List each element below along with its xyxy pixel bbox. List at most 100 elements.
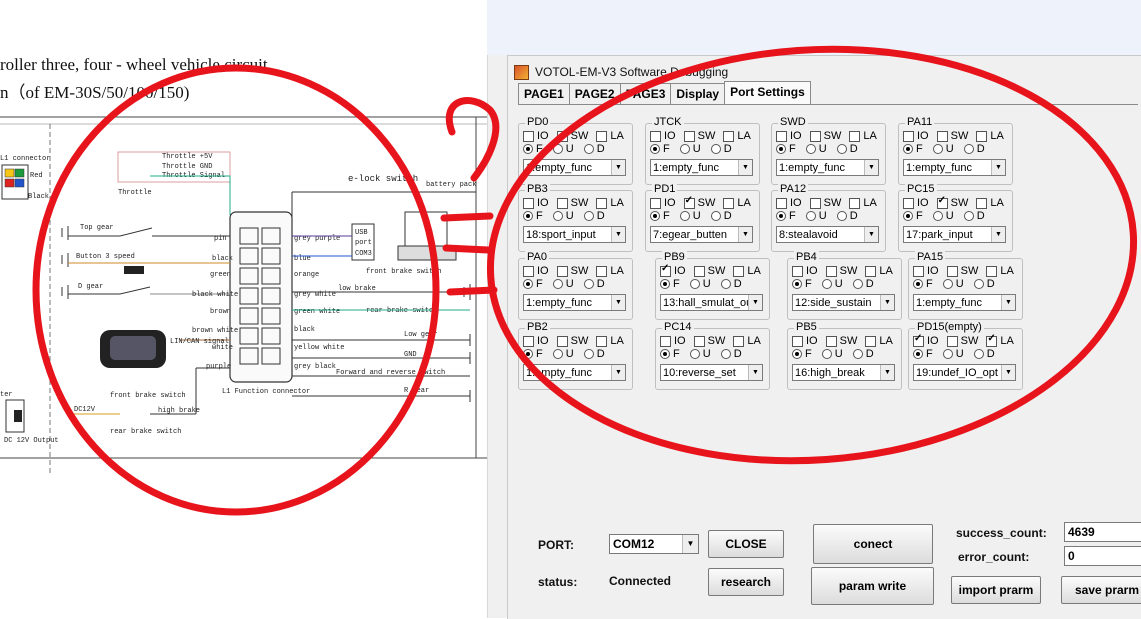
chevron-down-icon[interactable]: ▼ (738, 160, 752, 175)
d-radio[interactable] (963, 144, 974, 154)
la-checkbox[interactable] (596, 265, 608, 277)
tab-page3[interactable]: PAGE3 (619, 83, 672, 104)
sw-checkbox[interactable] (556, 265, 568, 277)
f-radio[interactable] (650, 144, 660, 154)
port-function-select[interactable]: 12:side_sustain▼ (792, 294, 895, 311)
io-checkbox[interactable] (523, 197, 534, 209)
d-radio[interactable] (583, 211, 594, 221)
sw-checkbox[interactable] (825, 335, 837, 347)
la-checkbox[interactable] (596, 335, 608, 347)
save-param-button[interactable]: save prarm (1061, 576, 1141, 604)
d-radio[interactable] (583, 349, 594, 359)
f-radio[interactable] (523, 144, 533, 154)
port-function-select[interactable]: 8:stealavoid▼ (776, 226, 879, 243)
la-checkbox[interactable] (733, 265, 745, 277)
close-button[interactable]: CLOSE (708, 530, 784, 558)
chevron-down-icon[interactable]: ▼ (748, 295, 762, 310)
port-select[interactable]: COM12 ▼ (609, 534, 699, 554)
chevron-down-icon[interactable]: ▼ (738, 227, 752, 242)
u-radio[interactable] (552, 349, 563, 359)
port-function-select[interactable]: 13:hall_smulat_ou▼ (660, 294, 763, 311)
la-checkbox[interactable] (849, 197, 861, 209)
u-radio[interactable] (679, 144, 690, 154)
u-radio[interactable] (942, 279, 953, 289)
param-write-button[interactable]: param write (811, 567, 934, 605)
d-radio[interactable] (836, 144, 847, 154)
io-checkbox[interactable] (776, 197, 787, 209)
la-checkbox[interactable] (733, 335, 745, 347)
sw-checkbox[interactable] (809, 197, 821, 209)
error-count-field[interactable]: 0 (1064, 546, 1141, 566)
chevron-down-icon[interactable]: ▼ (991, 160, 1005, 175)
port-function-select[interactable]: 1:empty_func▼ (523, 159, 626, 176)
io-checkbox[interactable] (792, 265, 803, 277)
f-radio[interactable] (792, 349, 802, 359)
u-radio[interactable] (805, 144, 816, 154)
chevron-down-icon[interactable]: ▼ (864, 160, 878, 175)
sw-checkbox[interactable] (683, 130, 695, 142)
sw-checkbox[interactable] (825, 265, 837, 277)
io-checkbox[interactable] (660, 335, 671, 347)
d-radio[interactable] (710, 144, 721, 154)
u-radio[interactable] (689, 349, 700, 359)
la-checkbox[interactable] (849, 130, 861, 142)
sw-checkbox[interactable] (936, 195, 948, 209)
io-checkbox[interactable] (913, 265, 924, 277)
d-radio[interactable] (973, 349, 984, 359)
la-checkbox[interactable] (723, 130, 735, 142)
success-count-field[interactable]: 4639 (1064, 522, 1141, 542)
chevron-down-icon[interactable]: ▼ (880, 295, 894, 310)
chevron-down-icon[interactable]: ▼ (611, 365, 625, 380)
port-function-select[interactable]: 18:sport_input▼ (523, 226, 626, 243)
io-checkbox[interactable] (650, 197, 661, 209)
io-checkbox[interactable] (650, 130, 661, 142)
port-function-select[interactable]: 10:reverse_set▼ (660, 364, 763, 381)
f-radio[interactable] (776, 211, 786, 221)
f-radio[interactable] (660, 279, 670, 289)
la-checkbox[interactable] (596, 197, 608, 209)
f-radio[interactable] (913, 279, 923, 289)
d-radio[interactable] (836, 211, 847, 221)
d-radio[interactable] (852, 279, 863, 289)
io-checkbox[interactable] (903, 130, 914, 142)
port-function-select[interactable]: 7:egear_butten▼ (650, 226, 753, 243)
d-radio[interactable] (583, 144, 594, 154)
port-function-select[interactable]: 1:empty_func▼ (650, 159, 753, 176)
tab-page2[interactable]: PAGE2 (568, 83, 621, 104)
io-checkbox[interactable] (523, 265, 534, 277)
la-checkbox[interactable] (596, 130, 608, 142)
io-checkbox[interactable] (523, 130, 534, 142)
research-button[interactable]: research (708, 568, 784, 596)
f-radio[interactable] (660, 349, 670, 359)
d-radio[interactable] (852, 349, 863, 359)
f-radio[interactable] (903, 144, 913, 154)
la-checkbox[interactable] (976, 197, 988, 209)
u-radio[interactable] (552, 279, 563, 289)
u-radio[interactable] (679, 211, 690, 221)
la-checkbox[interactable] (986, 333, 998, 347)
sw-checkbox[interactable] (693, 335, 705, 347)
u-radio[interactable] (689, 279, 700, 289)
port-function-select[interactable]: 19:undef_IO_opt▼ (913, 364, 1016, 381)
tab-display[interactable]: Display (670, 83, 726, 104)
la-checkbox[interactable] (986, 265, 998, 277)
d-radio[interactable] (720, 279, 731, 289)
chevron-down-icon[interactable]: ▼ (611, 160, 625, 175)
u-radio[interactable] (932, 144, 943, 154)
sw-checkbox[interactable] (683, 195, 695, 209)
io-checkbox[interactable] (523, 335, 534, 347)
sw-checkbox[interactable] (946, 265, 958, 277)
f-radio[interactable] (776, 144, 786, 154)
sw-checkbox[interactable] (936, 130, 948, 142)
chevron-down-icon[interactable]: ▼ (748, 365, 762, 380)
port-function-select[interactable]: 1:empty_func▼ (523, 294, 626, 311)
chevron-down-icon[interactable]: ▼ (991, 227, 1005, 242)
sw-checkbox[interactable] (556, 130, 568, 142)
d-radio[interactable] (963, 211, 974, 221)
la-checkbox[interactable] (976, 130, 988, 142)
chevron-down-icon[interactable]: ▼ (864, 227, 878, 242)
f-radio[interactable] (523, 211, 533, 221)
f-radio[interactable] (650, 211, 660, 221)
u-radio[interactable] (821, 279, 832, 289)
connect-button[interactable]: conect (813, 524, 933, 564)
